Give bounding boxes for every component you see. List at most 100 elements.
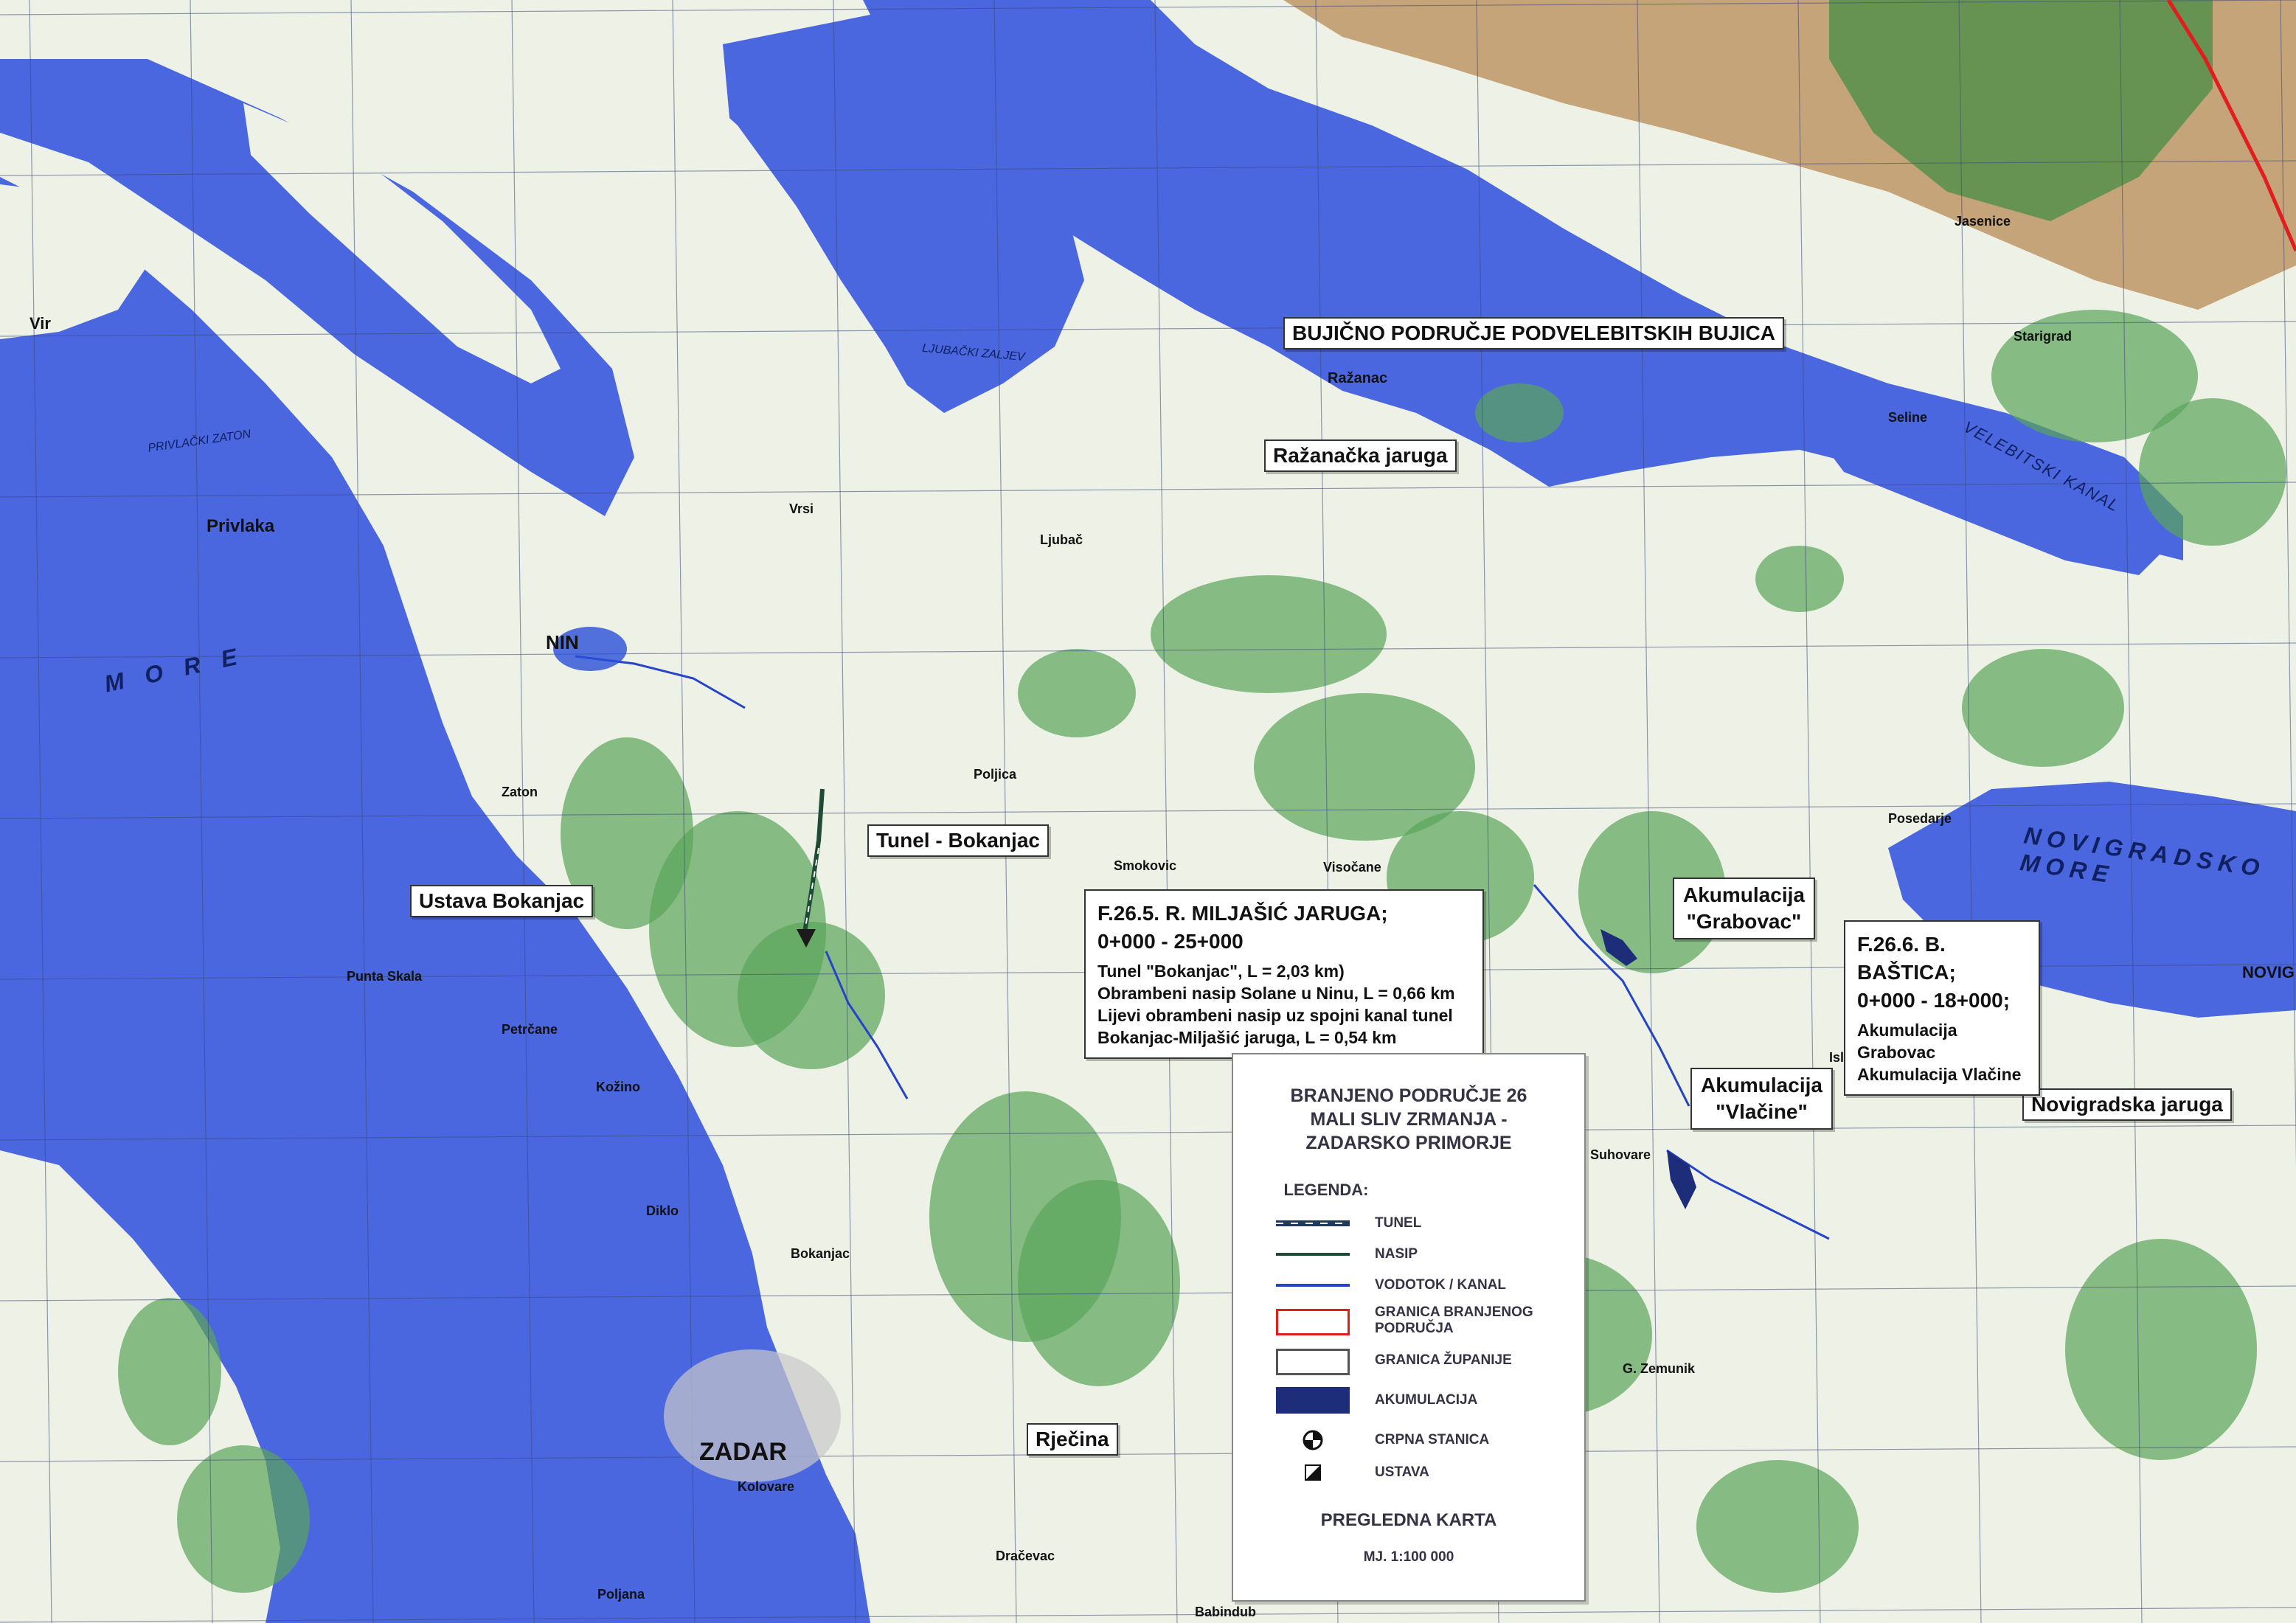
town-zaton: Zaton <box>502 785 538 799</box>
bastica-head-1: F.26.6. B. BAŠTICA; <box>1857 933 1956 984</box>
forest-patch <box>2065 1239 2257 1460</box>
town-poljana: Poljana <box>597 1587 645 1602</box>
town-razanac: Ražanac <box>1328 370 1388 386</box>
sea-pasman-channel <box>0 59 634 516</box>
grid-line-horizontal <box>0 1446 2296 1462</box>
grabovac-line-1: Akumulacija <box>1683 883 1805 906</box>
label-bujicno-podrucje: BUJIČNO PODRUČJE PODVELEBITSKIH BUJICA <box>1283 317 1784 350</box>
grabovac-line-2: "Grabovac" <box>1686 910 1802 933</box>
forest-patch <box>118 1298 221 1445</box>
town-zadar: ZADAR <box>699 1438 787 1466</box>
legend-title-2: MALI SLIV ZRMANJA - <box>1310 1109 1508 1130</box>
watercourse-line-icon <box>1276 1271 1350 1300</box>
peninsula-ljubac <box>575 29 915 413</box>
velebit-mountains <box>1283 0 2296 310</box>
info-box-bastica: F.26.6. B. BAŠTICA; 0+000 - 18+000; Akum… <box>1844 920 2040 1096</box>
legend-title-1: BRANJENO PODRUČJE 26 <box>1290 1085 1527 1106</box>
grid-line-vertical <box>1797 0 1821 1623</box>
watercourse-miljasic <box>825 950 909 1099</box>
grid-line-vertical <box>2119 0 2143 1623</box>
grid-line-vertical <box>833 0 856 1623</box>
label-tunel-bokanjac: Tunel - Bokanjac <box>867 824 1049 857</box>
bastica-line-2: Akumulacija Vlačine <box>1857 1065 2022 1084</box>
label-razanacka-jaruga: Ražanačka jaruga <box>1264 439 1457 472</box>
watercourse-bastica <box>1533 884 1690 1107</box>
legend-label-tunnel: TUNEL <box>1375 1215 1422 1231</box>
town-ljubac: Ljubač <box>1040 532 1083 547</box>
info-box-miljasic-jaruga: F.26.5. R. MILJAŠIĆ JARUGA; 0+000 - 25+0… <box>1084 889 1484 1059</box>
town-diklo: Diklo <box>646 1203 679 1218</box>
grid-line-vertical <box>1637 0 1660 1623</box>
miljasic-line-4: Bokanjac-Miljašić jaruga, L = 0,54 km <box>1097 1028 1397 1047</box>
legend-label-county-border: GRANICA ŽUPANIJE <box>1375 1352 1512 1368</box>
weir-icon <box>1276 1458 1350 1487</box>
label-akumulacija-vlacine: Akumulacija "Vlačine" <box>1690 1068 1833 1130</box>
bastica-line-1: Akumulacija Grabovac <box>1857 1021 1957 1062</box>
grid-line-vertical <box>672 0 696 1623</box>
grid-line-horizontal <box>0 803 2296 819</box>
grid-line-horizontal <box>0 0 2296 15</box>
forest-patches <box>118 310 2286 1593</box>
forest-patch <box>1991 310 2198 442</box>
legend-row-protected-border: GRANICA BRANJENOG PODRUČJA <box>1276 1304 1552 1338</box>
town-kolovare: Kolovare <box>738 1479 795 1494</box>
miljasic-line-2: Obrambeni nasip Solane u Ninu, L = 0,66 … <box>1097 984 1455 1003</box>
legend-row-embankment: NASIP <box>1276 1237 1552 1271</box>
town-babindub: Babindub <box>1195 1605 1256 1619</box>
legend-row-reservoir: AKUMULACIJA <box>1276 1383 1552 1417</box>
miljasic-line-3: Lijevi obrambeni nasip uz spojni kanal t… <box>1097 1006 1453 1025</box>
island-vir <box>0 184 148 339</box>
forest-patch <box>1151 575 1387 693</box>
legend-label-protected-border: GRANICA BRANJENOG PODRUČJA <box>1375 1304 1533 1336</box>
grid-line-vertical <box>29 0 52 1623</box>
town-vir: Vir <box>30 314 51 333</box>
forest-patch <box>738 922 885 1069</box>
gray-rectangle-icon <box>1276 1346 1350 1375</box>
tunnel-bokanjac-line <box>797 788 825 948</box>
county-border-line <box>2166 0 2296 251</box>
town-visocane: Visočane <box>1323 860 1381 875</box>
forest-patch <box>2139 398 2286 546</box>
grid-line-horizontal <box>0 482 2296 498</box>
sea-northeast-upper <box>1800 398 2183 575</box>
map-legend: BRANJENO PODRUČJE 26 MALI SLIV ZRMANJA -… <box>1232 1053 1586 1602</box>
forest-patch <box>1254 693 1475 841</box>
grid-line-horizontal <box>0 1125 2296 1141</box>
grid-line-horizontal <box>0 321 2296 337</box>
miljasic-line-1: Tunel "Bokanjac", L = 2,03 km) <box>1097 962 1345 981</box>
grid-line-vertical <box>1154 0 1178 1623</box>
town-novigrad: NOVIG <box>2242 963 2295 981</box>
grid-line-vertical <box>993 0 1017 1623</box>
town-kozino: Kožino <box>596 1080 640 1094</box>
grid-line-horizontal <box>0 160 2296 176</box>
legend-heading: LEGENDA: <box>1283 1181 1369 1199</box>
town-seline: Seline <box>1888 410 1928 425</box>
town-zemunik: G. Zemunik <box>1623 1361 1696 1376</box>
grid-line-vertical <box>190 0 213 1623</box>
embankment-line-icon <box>1276 1240 1350 1269</box>
legend-label-pump-station: CRPNA STANICA <box>1375 1432 1490 1448</box>
reservoir-fill-icon <box>1276 1386 1350 1415</box>
town-starigrad: Starigrad <box>2014 329 2073 344</box>
town-jasenice: Jasenice <box>1955 214 2011 229</box>
label-rjecina: Rječina <box>1027 1423 1118 1456</box>
vlacine-line-1: Akumulacija <box>1701 1074 1822 1097</box>
town-nin: NIN <box>546 631 579 653</box>
bastica-head-2: 0+000 - 18+000; <box>1857 989 2011 1012</box>
town-privlaka: Privlaka <box>207 516 275 536</box>
grid-line-vertical <box>1958 0 1982 1623</box>
legend-scale: MJ. 1:100 000 <box>1363 1549 1454 1565</box>
legend-label-embankment: NASIP <box>1375 1246 1418 1262</box>
reservoirs <box>1600 929 1696 1209</box>
grid-line-vertical <box>511 0 535 1623</box>
town-smokovic: Smokovic <box>1114 858 1177 873</box>
red-rectangle-icon <box>1276 1306 1350 1335</box>
forest-patch <box>1018 649 1136 737</box>
town-areas <box>553 627 841 1482</box>
legend-label-watercourse: VODOTOK / KANAL <box>1375 1277 1507 1293</box>
miljasic-head-2: 0+000 - 25+000 <box>1097 930 1244 953</box>
legend-row-weir: USTAVA <box>1276 1456 1552 1490</box>
weir-marker <box>797 929 816 948</box>
legend-row-watercourse: VODOTOK / KANAL <box>1276 1268 1552 1302</box>
